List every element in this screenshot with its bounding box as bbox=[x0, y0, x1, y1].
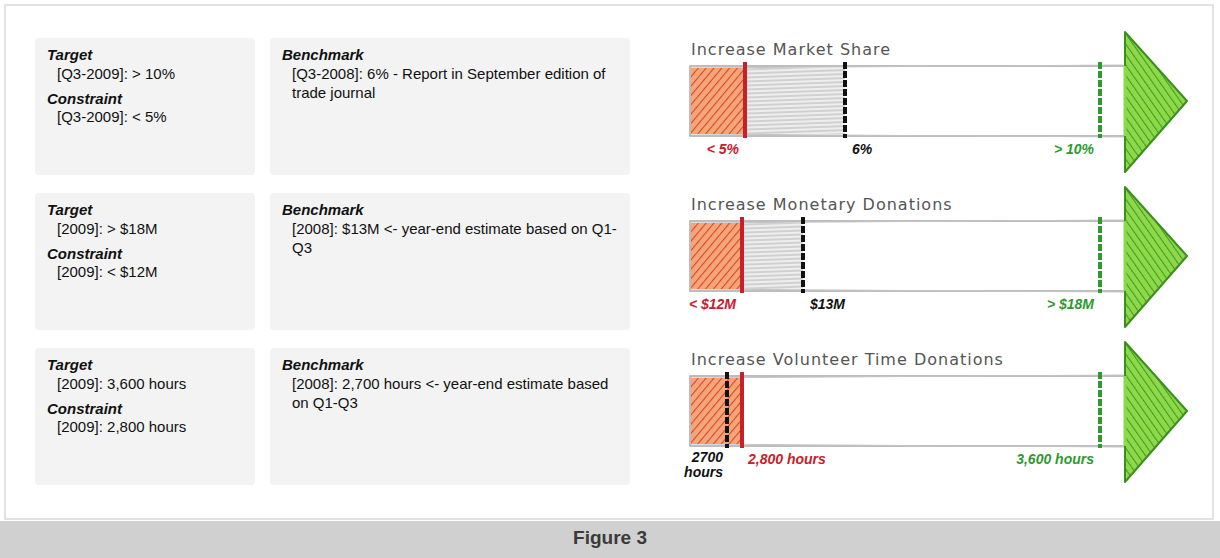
constraint-zone bbox=[691, 68, 745, 134]
section-heading: Benchmark bbox=[282, 201, 618, 220]
arrow-head-join bbox=[1124, 66, 1127, 136]
arrow-body bbox=[690, 66, 1125, 136]
target-value: 3,600 hours bbox=[1016, 452, 1094, 467]
benchmark-box: Benchmark[2008]: $13M <- year-end estima… bbox=[270, 193, 630, 330]
section-value: [2009]: 3,600 hours bbox=[47, 375, 243, 394]
arrow-head-join bbox=[1124, 221, 1127, 291]
constraint-value: < 5% bbox=[707, 142, 739, 157]
section-heading: Target bbox=[47, 201, 243, 220]
goal-title: Increase Volunteer Time Donations bbox=[691, 350, 1004, 369]
section-value: [2009]: 2,800 hours bbox=[47, 418, 243, 437]
benchmark-value: 6% bbox=[852, 142, 872, 157]
benchmark-box: Benchmark[2008]: 2,700 hours <- year-end… bbox=[270, 348, 630, 485]
section-heading: Target bbox=[47, 46, 243, 65]
gap-zone bbox=[745, 68, 845, 134]
section-value: [2008]: 2,700 hours <- year-end estimate… bbox=[282, 375, 618, 413]
constraint-value: 2,800 hours bbox=[748, 452, 826, 467]
arrow-body-sketch bbox=[689, 220, 1124, 292]
section-heading: Benchmark bbox=[282, 46, 618, 65]
target-value: > $18M bbox=[1047, 297, 1094, 312]
figure-caption: Figure 3 bbox=[0, 527, 1220, 549]
arrow-body bbox=[690, 221, 1125, 291]
arrow-body-sketch bbox=[689, 375, 1124, 447]
benchmark-marker bbox=[843, 62, 847, 138]
benchmark-value: 2700 hours bbox=[677, 450, 723, 479]
constraint-marker bbox=[740, 372, 744, 448]
arrow-head bbox=[1125, 187, 1187, 327]
gap-zone bbox=[742, 223, 803, 289]
constraint-marker bbox=[740, 217, 744, 293]
section-heading: Benchmark bbox=[282, 356, 618, 375]
benchmark-marker bbox=[801, 217, 805, 293]
arrow-body bbox=[690, 376, 1125, 446]
benchmark-box: Benchmark[Q3-2008]: 6% - Report in Septe… bbox=[270, 38, 630, 175]
target-marker bbox=[1098, 62, 1102, 138]
target-constraint-box: Target[2009]: 3,600 hoursConstraint[2009… bbox=[35, 348, 255, 485]
target-marker bbox=[1098, 217, 1102, 293]
goal-title: Increase Market Share bbox=[691, 40, 891, 59]
section-value: [Q3-2008]: 6% - Report in September edit… bbox=[282, 65, 618, 103]
section-heading: Constraint bbox=[47, 90, 243, 109]
section-value: [Q3-2009]: > 10% bbox=[47, 65, 243, 84]
constraint-zone bbox=[691, 223, 742, 289]
section-value: [2009]: < $12M bbox=[47, 263, 243, 282]
arrow-head bbox=[1125, 32, 1187, 172]
constraint-zone bbox=[691, 378, 742, 444]
goal-arrow: Increase Volunteer Time Donations bbox=[645, 338, 1195, 488]
goal-title: Increase Monetary Donations bbox=[691, 195, 953, 214]
target-value: > 10% bbox=[1054, 142, 1094, 157]
section-heading: Constraint bbox=[47, 245, 243, 264]
section-value: [2009]: > $18M bbox=[47, 220, 243, 239]
section-heading: Target bbox=[47, 356, 243, 375]
section-value: [Q3-2009]: < 5% bbox=[47, 108, 243, 127]
arrow-head bbox=[1125, 342, 1187, 482]
arrow-body-sketch bbox=[689, 65, 1124, 137]
benchmark-marker bbox=[725, 372, 729, 448]
arrow-head-join bbox=[1124, 376, 1127, 446]
target-constraint-box: Target[2009]: > $18M Constraint[2009]: < … bbox=[35, 193, 255, 330]
target-marker bbox=[1098, 372, 1102, 448]
benchmark-value: $13M bbox=[810, 297, 845, 312]
target-constraint-box: Target[Q3-2009]: > 10% Constraint[Q3-2009… bbox=[35, 38, 255, 175]
constraint-value: < $12M bbox=[689, 297, 736, 312]
section-heading: Constraint bbox=[47, 400, 243, 419]
section-value: [2008]: $13M <- year-end estimate based … bbox=[282, 220, 618, 258]
constraint-marker bbox=[743, 62, 747, 138]
